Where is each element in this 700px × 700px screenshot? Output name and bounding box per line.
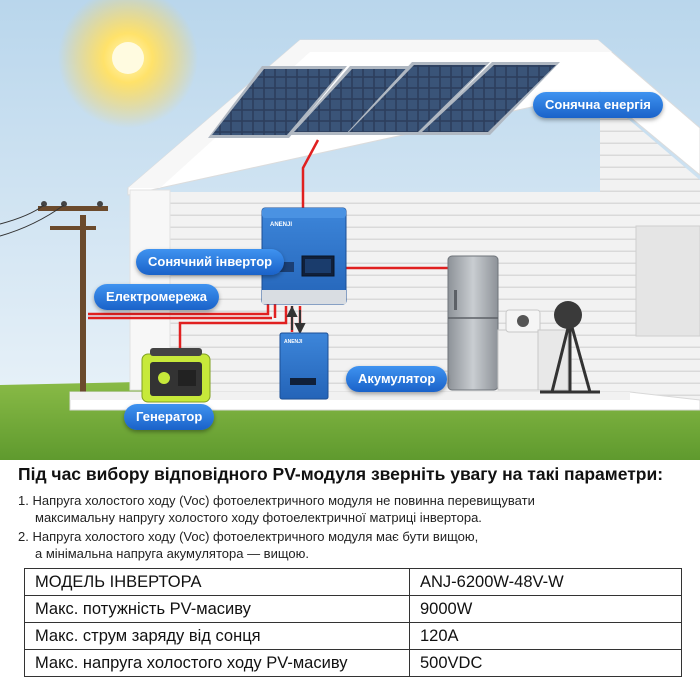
appliances xyxy=(497,309,569,391)
inverter-brand: ANENJI xyxy=(270,222,292,228)
utility-pole-icon xyxy=(0,201,108,395)
spec-value: ANJ-6200W-48V-W xyxy=(409,568,682,596)
label-battery: Акумулятор xyxy=(346,366,448,392)
label-generator: Генератор xyxy=(124,404,215,430)
note-2: 2. Напруга холостого ходу (Voc) фотоелек… xyxy=(18,528,478,562)
fan-icon xyxy=(540,301,600,394)
spec-label: Макс. напруга холостого ходу PV-масиву xyxy=(24,649,410,677)
label-solar-inverter: Сонячний інвертор xyxy=(136,249,285,275)
note-1-line-2: максимальну напругу холостого ходу фотое… xyxy=(35,510,482,525)
battery-brand: ANENJI xyxy=(284,339,303,345)
table-row: Макс. потужність PV-масиву 9000W xyxy=(24,595,682,623)
spec-label: Макс. струм заряду від сонця xyxy=(24,622,410,650)
info-title: Під час вибору відповідного PV-модуля зв… xyxy=(18,464,664,484)
info-section: Під час вибору відповідного PV-модуля зв… xyxy=(0,460,700,700)
solar-system-illustration: ANENJI ANENJI xyxy=(0,0,700,460)
table-row: Макс. струм заряду від сонця 120A xyxy=(24,622,682,650)
solar-panels xyxy=(208,62,560,138)
note-2-line-1: 2. Напруга холостого ходу (Voc) фотоелек… xyxy=(18,529,479,544)
spec-label: МОДЕЛЬ ІНВЕРТОРА xyxy=(24,568,410,596)
note-1: 1. Напруга холостого ходу (Voc) фотоелек… xyxy=(18,492,535,526)
battery: ANENJI xyxy=(279,332,329,400)
note-1-line-1: 1. Напруга холостого ходу (Voc) фотоелек… xyxy=(18,493,535,508)
spec-table: МОДЕЛЬ ІНВЕРТОРА ANJ-6200W-48V-W Макс. п… xyxy=(24,568,682,677)
spec-value: 9000W xyxy=(409,595,682,623)
spec-label: Макс. потужність PV-масиву xyxy=(24,595,410,623)
label-solar-energy: Сонячна енергія xyxy=(533,92,663,118)
generator xyxy=(141,348,211,403)
label-grid: Електромережа xyxy=(94,284,220,310)
table-row: МОДЕЛЬ ІНВЕРТОРА ANJ-6200W-48V-W xyxy=(24,568,682,596)
spec-value: 120A xyxy=(409,622,682,650)
table-row: Макс. напруга холостого ходу PV-масиву 5… xyxy=(24,649,682,677)
note-2-line-2: а мінімальна напруга акумулятора — вищою… xyxy=(35,546,309,561)
fridge xyxy=(447,255,499,391)
spec-value: 500VDC xyxy=(409,649,682,677)
